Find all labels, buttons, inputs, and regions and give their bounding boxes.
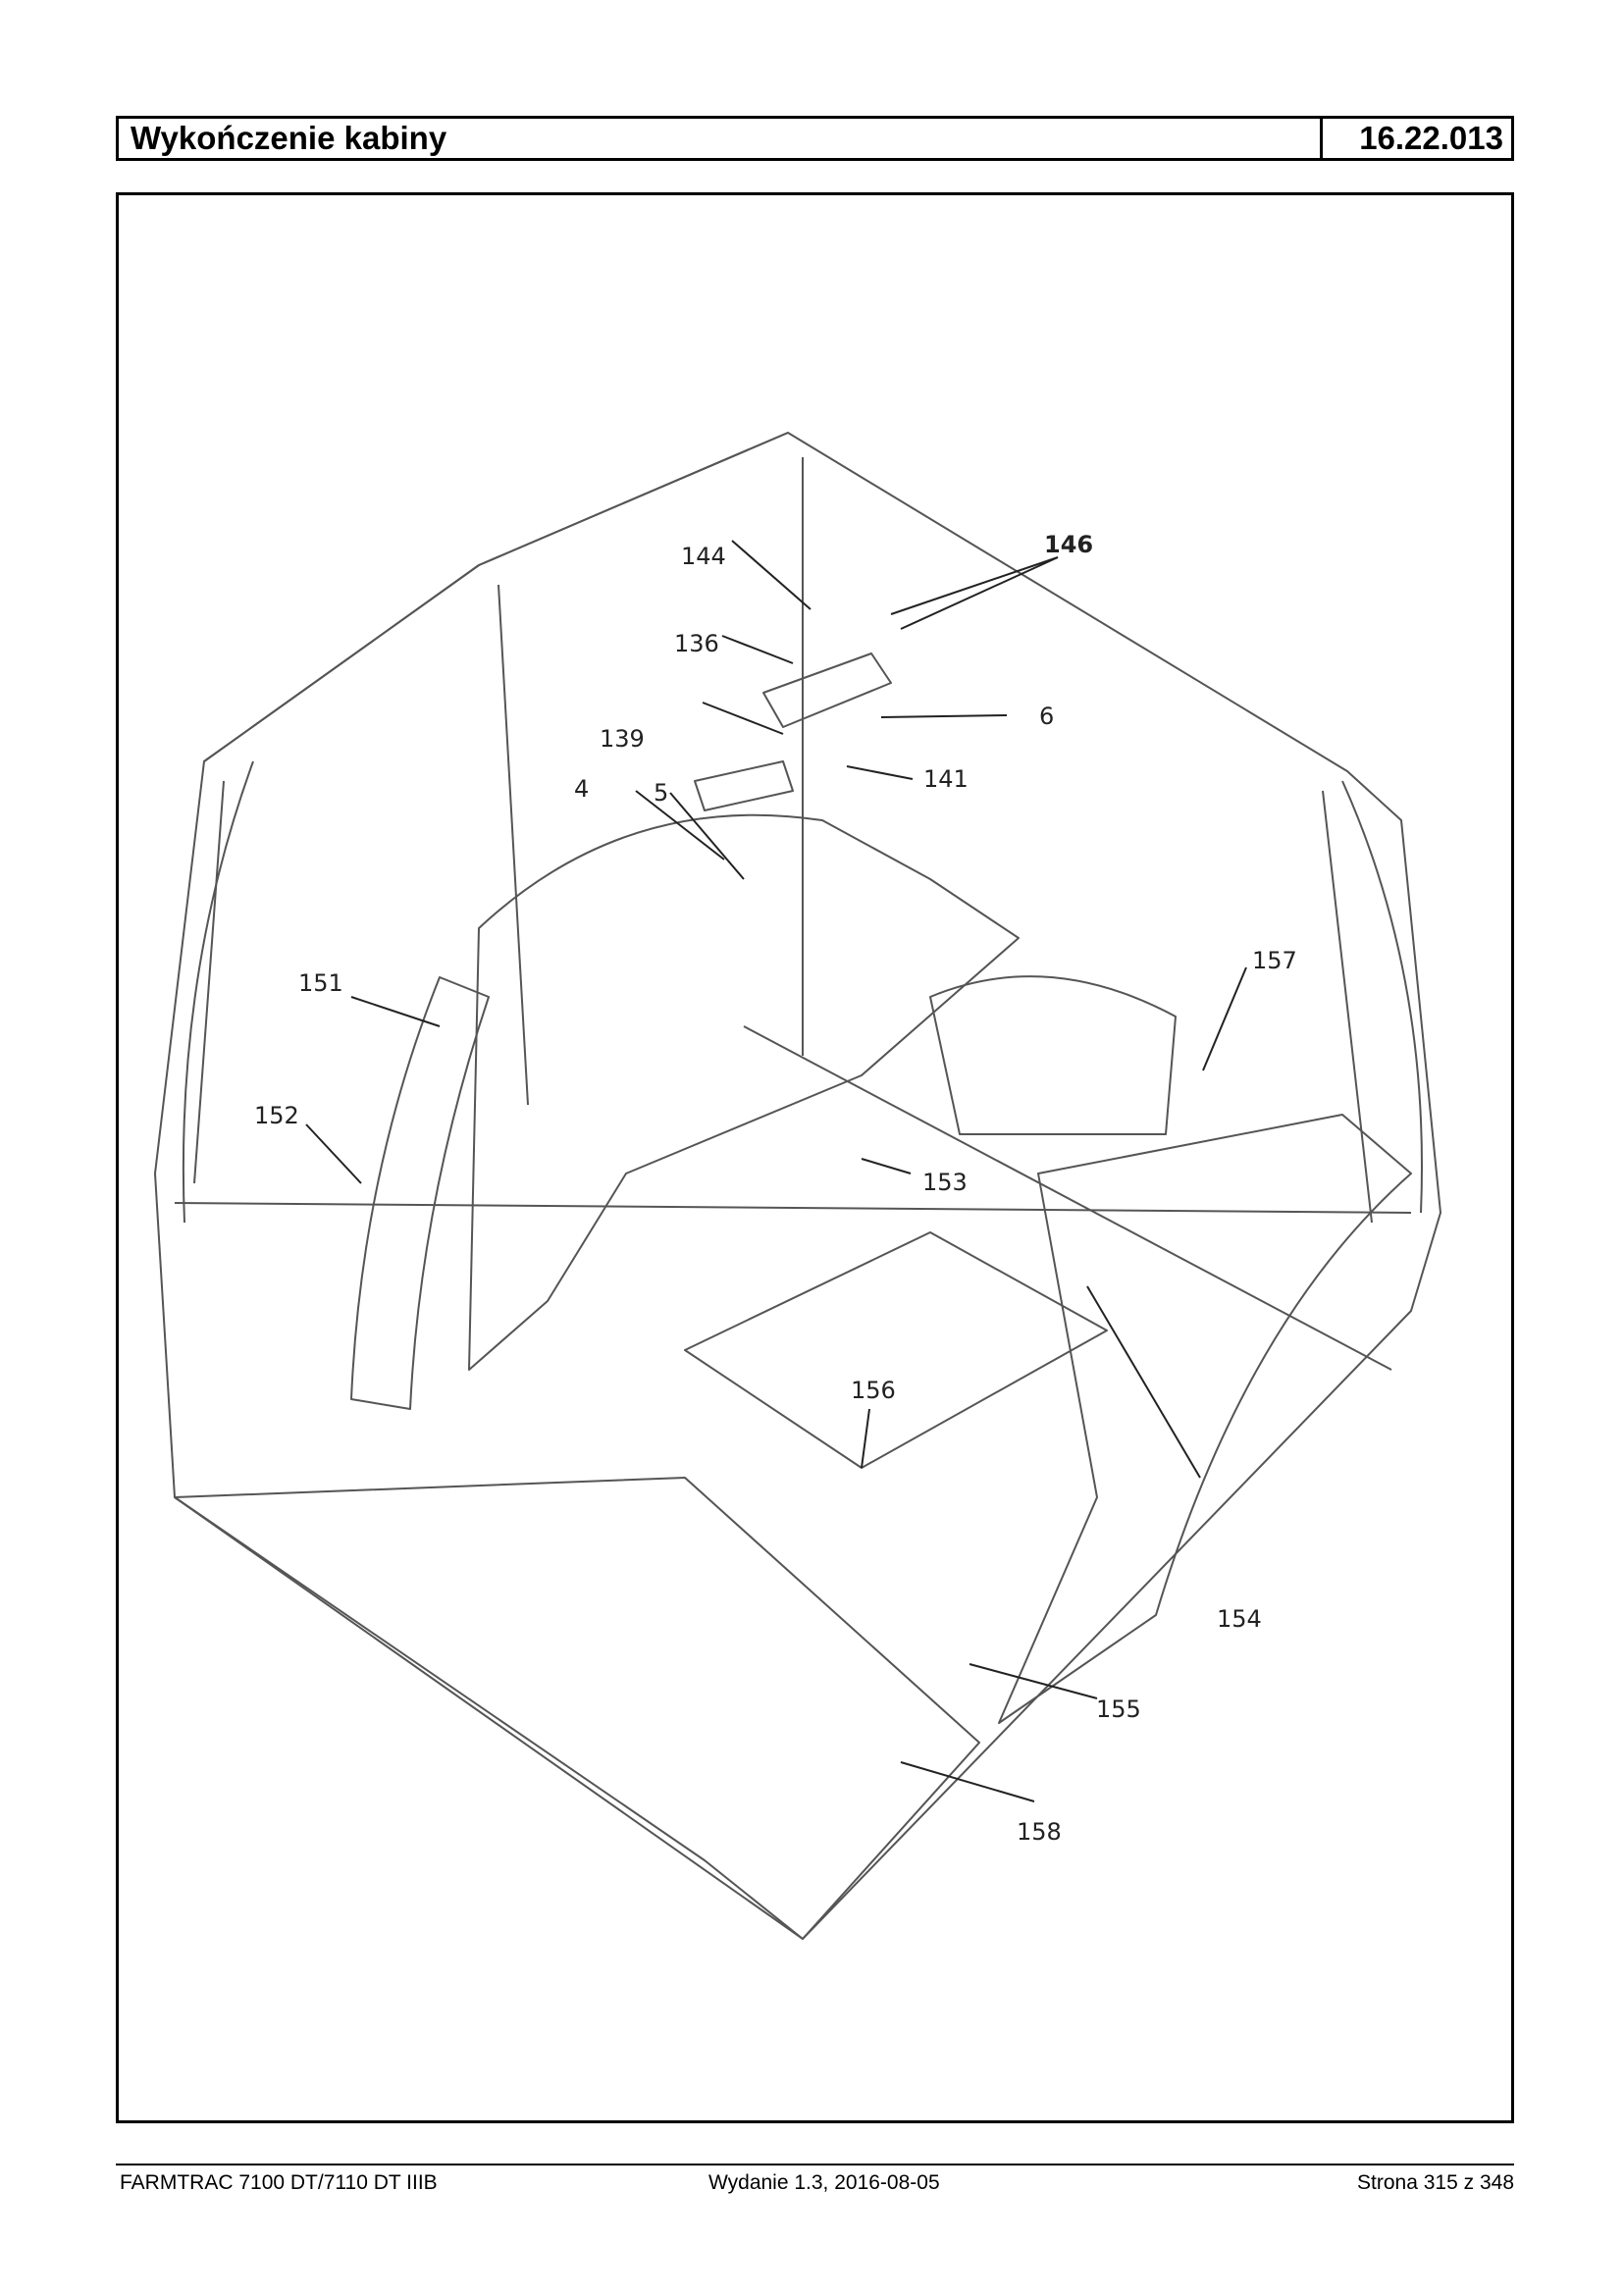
footer-edition: Wydanie 1.3, 2016-08-05 [708, 2171, 940, 2194]
callout-154: 154 [1217, 1605, 1262, 1633]
seat-base [684, 1231, 1108, 1469]
callout-144: 144 [681, 543, 726, 570]
callout-146: 146 [1044, 531, 1093, 558]
callout-151: 151 [298, 969, 343, 997]
callout-152: 152 [254, 1102, 299, 1129]
cab-parts-drawing: 144 146 136 6 139 141 4 5 151 157 152 15… [154, 432, 1441, 1940]
page-header: Wykończenie kabiny 16.22.013 [116, 116, 1514, 161]
left-trim [350, 976, 490, 1410]
callout-155: 155 [1096, 1695, 1141, 1723]
callout-4: 4 [574, 775, 589, 803]
footer-model: FARMTRAC 7100 DT/7110 DT IIIB [120, 2171, 438, 2194]
callout-136: 136 [674, 630, 719, 657]
footer-divider [116, 2164, 1514, 2165]
control-panel [762, 652, 892, 728]
callout-153: 153 [922, 1169, 968, 1196]
section-code: 16.22.013 [1359, 120, 1503, 156]
callout-158: 158 [1017, 1818, 1062, 1846]
callout-5: 5 [654, 779, 668, 807]
callout-157: 157 [1252, 947, 1297, 974]
callout-139: 139 [600, 725, 645, 753]
right-trim [998, 1114, 1412, 1724]
drawing-frame [116, 192, 1514, 2123]
callout-6: 6 [1039, 703, 1054, 730]
callout-141: 141 [923, 765, 969, 793]
page-title: Wykończenie kabiny [119, 119, 1323, 158]
footer-page-number: Strona 315 z 348 [1357, 2171, 1514, 2194]
callout-156: 156 [851, 1377, 896, 1404]
dashboard [468, 813, 1020, 1371]
